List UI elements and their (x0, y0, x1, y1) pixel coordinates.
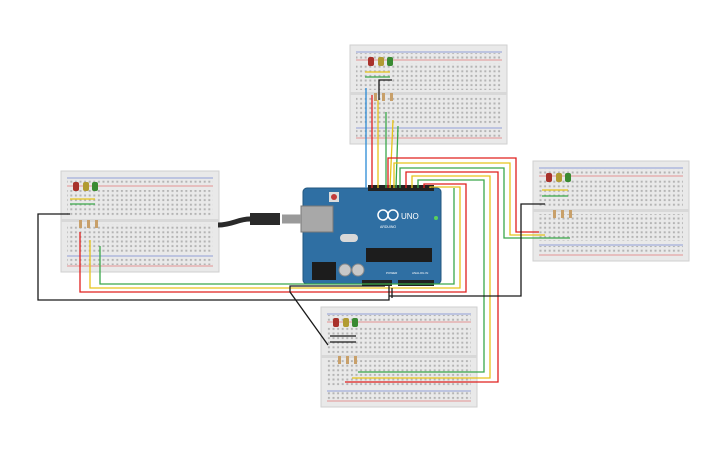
resistor-icon[interactable] (354, 356, 357, 364)
led-group-left (70, 182, 98, 228)
resistor-icon[interactable] (390, 93, 393, 101)
arduino-uno-board[interactable]: UNO ARDUINO POWER ANALOG IN (300, 185, 442, 286)
arduino-infinity-icon (377, 209, 399, 221)
led-yellow-icon[interactable] (378, 57, 384, 66)
led-yellow-icon[interactable] (556, 173, 562, 182)
board-brand-label: UNO (401, 212, 419, 221)
led-red-icon[interactable] (73, 182, 79, 191)
analog-header (398, 280, 434, 286)
board-subtitle-label: ARDUINO (380, 225, 396, 229)
resistor-icon[interactable] (346, 356, 349, 364)
resistor-icon[interactable] (561, 210, 564, 218)
resistor-icon[interactable] (382, 93, 385, 101)
led-green-icon[interactable] (565, 173, 571, 182)
led-group-top (365, 57, 393, 101)
resistor-icon[interactable] (553, 210, 556, 218)
resistor-icon[interactable] (338, 356, 341, 364)
analog-label: ANALOG IN (412, 271, 428, 275)
led-group-bottom (330, 318, 358, 364)
wires (37, 79, 570, 383)
resistor-icon[interactable] (87, 220, 90, 228)
led-yellow-icon[interactable] (83, 182, 89, 191)
breadboard-right[interactable] (532, 160, 690, 262)
digital-header (368, 185, 434, 191)
led-green-icon[interactable] (92, 182, 98, 191)
power-label: POWER (386, 271, 398, 275)
power-jack[interactable] (312, 262, 336, 280)
led-green-icon[interactable] (387, 57, 393, 66)
led-green-icon[interactable] (352, 318, 358, 327)
resistor-icon[interactable] (374, 93, 377, 101)
led-red-icon[interactable] (333, 318, 339, 327)
power-header (362, 280, 392, 286)
resistor-icon[interactable] (569, 210, 572, 218)
led-red-icon[interactable] (546, 173, 552, 182)
led-group-right (542, 173, 572, 218)
usb-port[interactable] (300, 205, 334, 233)
led-red-icon[interactable] (368, 57, 374, 66)
resistor-icon[interactable] (79, 220, 82, 228)
breadboard-left[interactable] (60, 170, 220, 273)
microcontroller-chip (366, 248, 432, 262)
led-yellow-icon[interactable] (343, 318, 349, 327)
usb-cable-icon (217, 213, 301, 228)
breadboard-top[interactable] (349, 44, 508, 145)
resistor-icon[interactable] (95, 220, 98, 228)
